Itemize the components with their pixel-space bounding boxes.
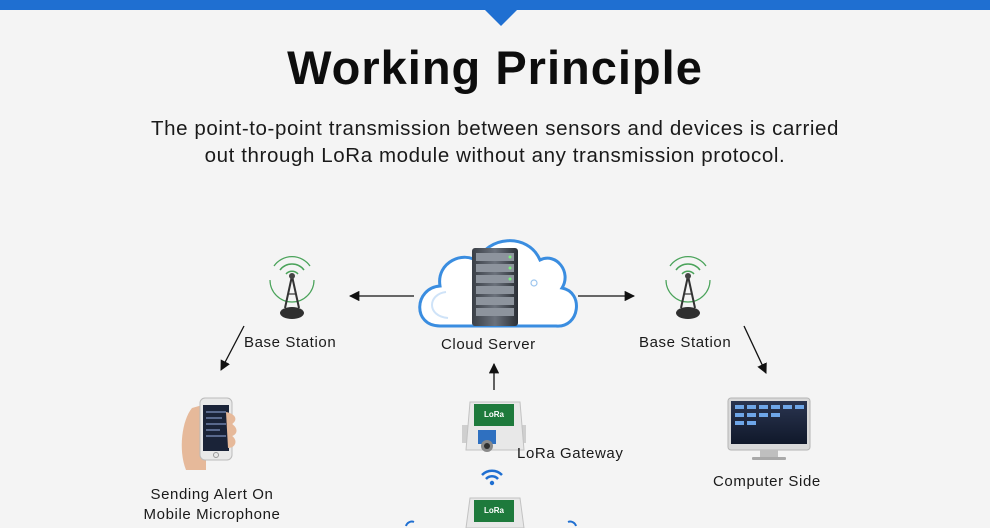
monitor-icon <box>727 397 811 460</box>
arrow-left-station-to-mobile <box>220 325 245 371</box>
antenna-tower-icon-right <box>665 256 711 319</box>
smartphone-icon <box>181 397 237 470</box>
page-title: Working Principle <box>287 41 703 94</box>
lora-gateway-label: LoRa Gateway <box>517 445 624 462</box>
connector-arrows <box>220 290 767 390</box>
mobile-alert-label-line-2: Mobile Microphone <box>143 506 281 523</box>
top-notch-arrow <box>483 8 519 26</box>
arrow-right-station-to-computer <box>743 325 767 374</box>
cloud-server-icon <box>418 239 578 328</box>
base-station-left-label: Base Station <box>244 334 337 351</box>
subtitle-line-2: out through LoRa module without any tran… <box>204 144 786 167</box>
mobile-alert-label-line-1: Sending Alert On <box>150 486 274 503</box>
lora-gateway-icon: LoRa <box>462 401 526 452</box>
base-station-right-label: Base Station <box>639 334 732 351</box>
cloud-server-label: Cloud Server <box>441 336 536 353</box>
wifi-icon <box>481 469 503 486</box>
mobile-alert-label: Sending Alert On Mobile Microphone <box>128 485 296 525</box>
lora-device-icon: LoRa <box>405 497 577 528</box>
subtitle-line-1: The point-to-point transmission between … <box>150 117 840 140</box>
computer-side-label: Computer Side <box>713 473 821 490</box>
top-accent-bar <box>0 0 990 10</box>
sensor-device-text: LoRa <box>484 506 505 515</box>
page-subtitle: The point-to-point transmission between … <box>60 115 930 169</box>
antenna-tower-icon-left <box>269 256 315 319</box>
gateway-device-text: LoRa <box>484 410 505 419</box>
